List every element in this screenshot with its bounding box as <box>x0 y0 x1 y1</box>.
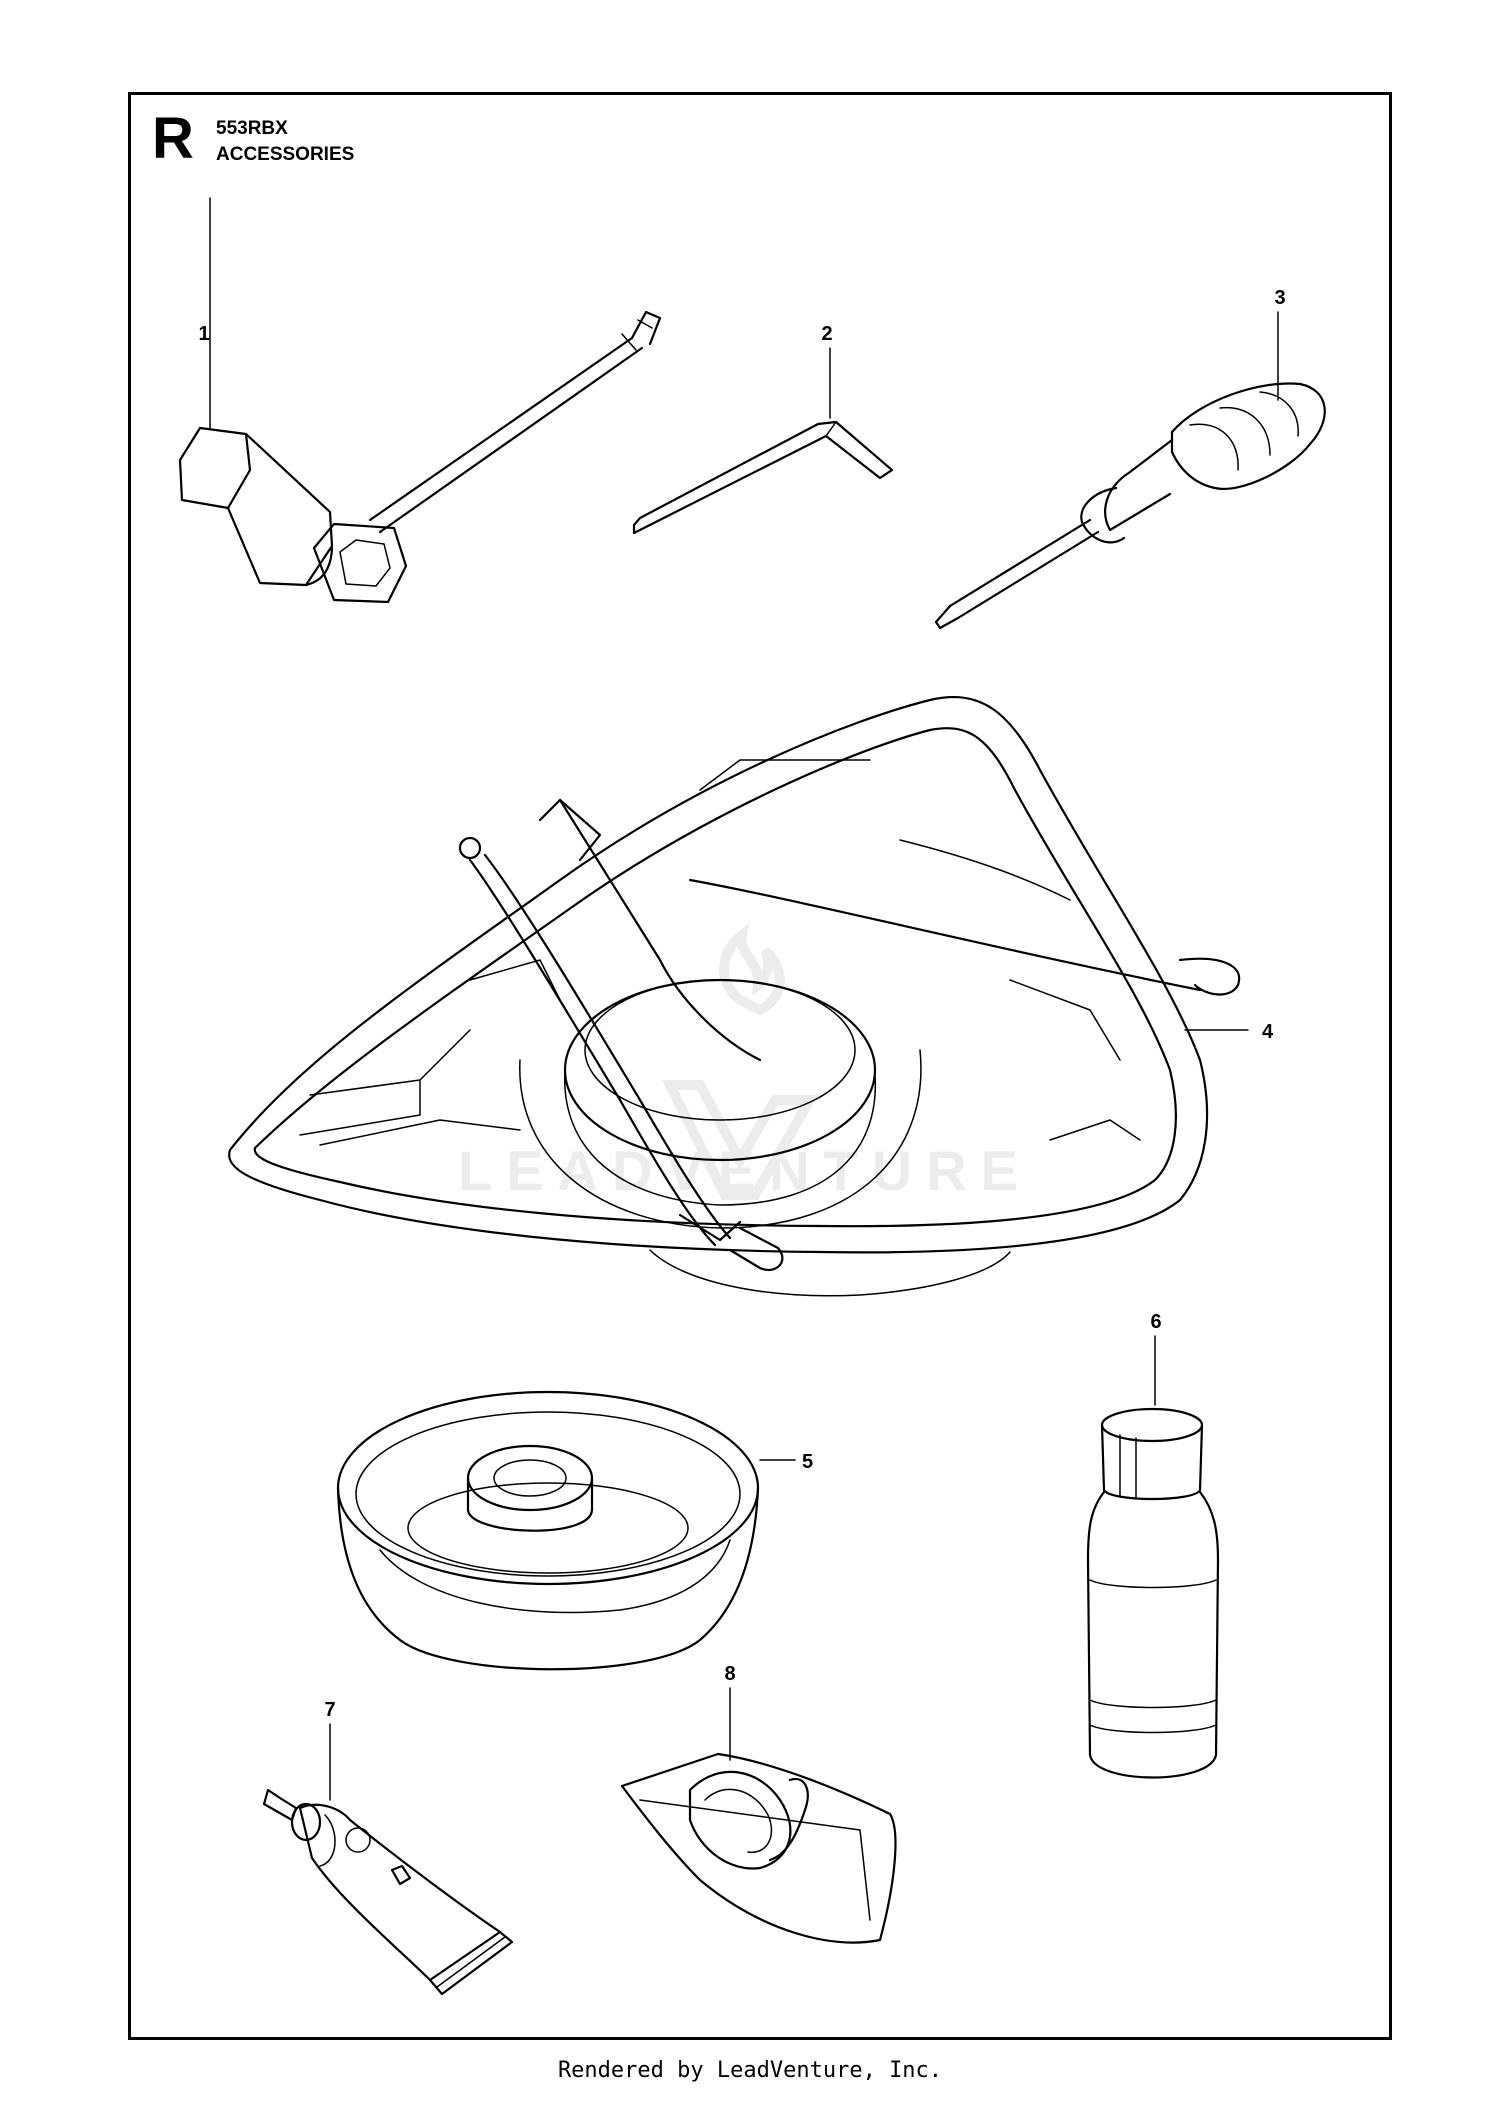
part-1-combination-wrench <box>178 197 662 604</box>
part-5-trimmer-cup <box>336 1390 796 1671</box>
section-letter: R <box>152 106 194 171</box>
part-6-oil-bottle <box>1086 1335 1220 1779</box>
callout-7: 7 <box>324 1699 335 1721</box>
part-2-hex-key <box>632 347 894 535</box>
callout-2: 2 <box>821 323 832 345</box>
watermark-logo: LEADVENTURE <box>458 923 1032 1202</box>
callout-4: 4 <box>1262 1021 1274 1043</box>
footer-credit: Rendered by LeadVenture, Inc. <box>557 2058 943 2083</box>
callout-6: 6 <box>1150 1311 1161 1333</box>
callout-8: 8 <box>724 1663 735 1685</box>
section-title: ACCESSORIES <box>216 144 355 165</box>
part-3-screwdriver <box>934 311 1326 630</box>
model-number: 553RBX <box>216 118 288 139</box>
diagram-frame <box>128 92 1392 2040</box>
callout-3: 3 <box>1274 287 1285 309</box>
part-7-grease-tube <box>262 1723 514 1996</box>
part-4-trimmer-guard <box>228 695 1249 1297</box>
watermark-text: LEADVENTURE <box>458 1139 1032 1202</box>
part-8-harness-bag <box>620 1687 897 1944</box>
callout-1: 1 <box>198 323 209 345</box>
callout-5: 5 <box>802 1451 813 1473</box>
